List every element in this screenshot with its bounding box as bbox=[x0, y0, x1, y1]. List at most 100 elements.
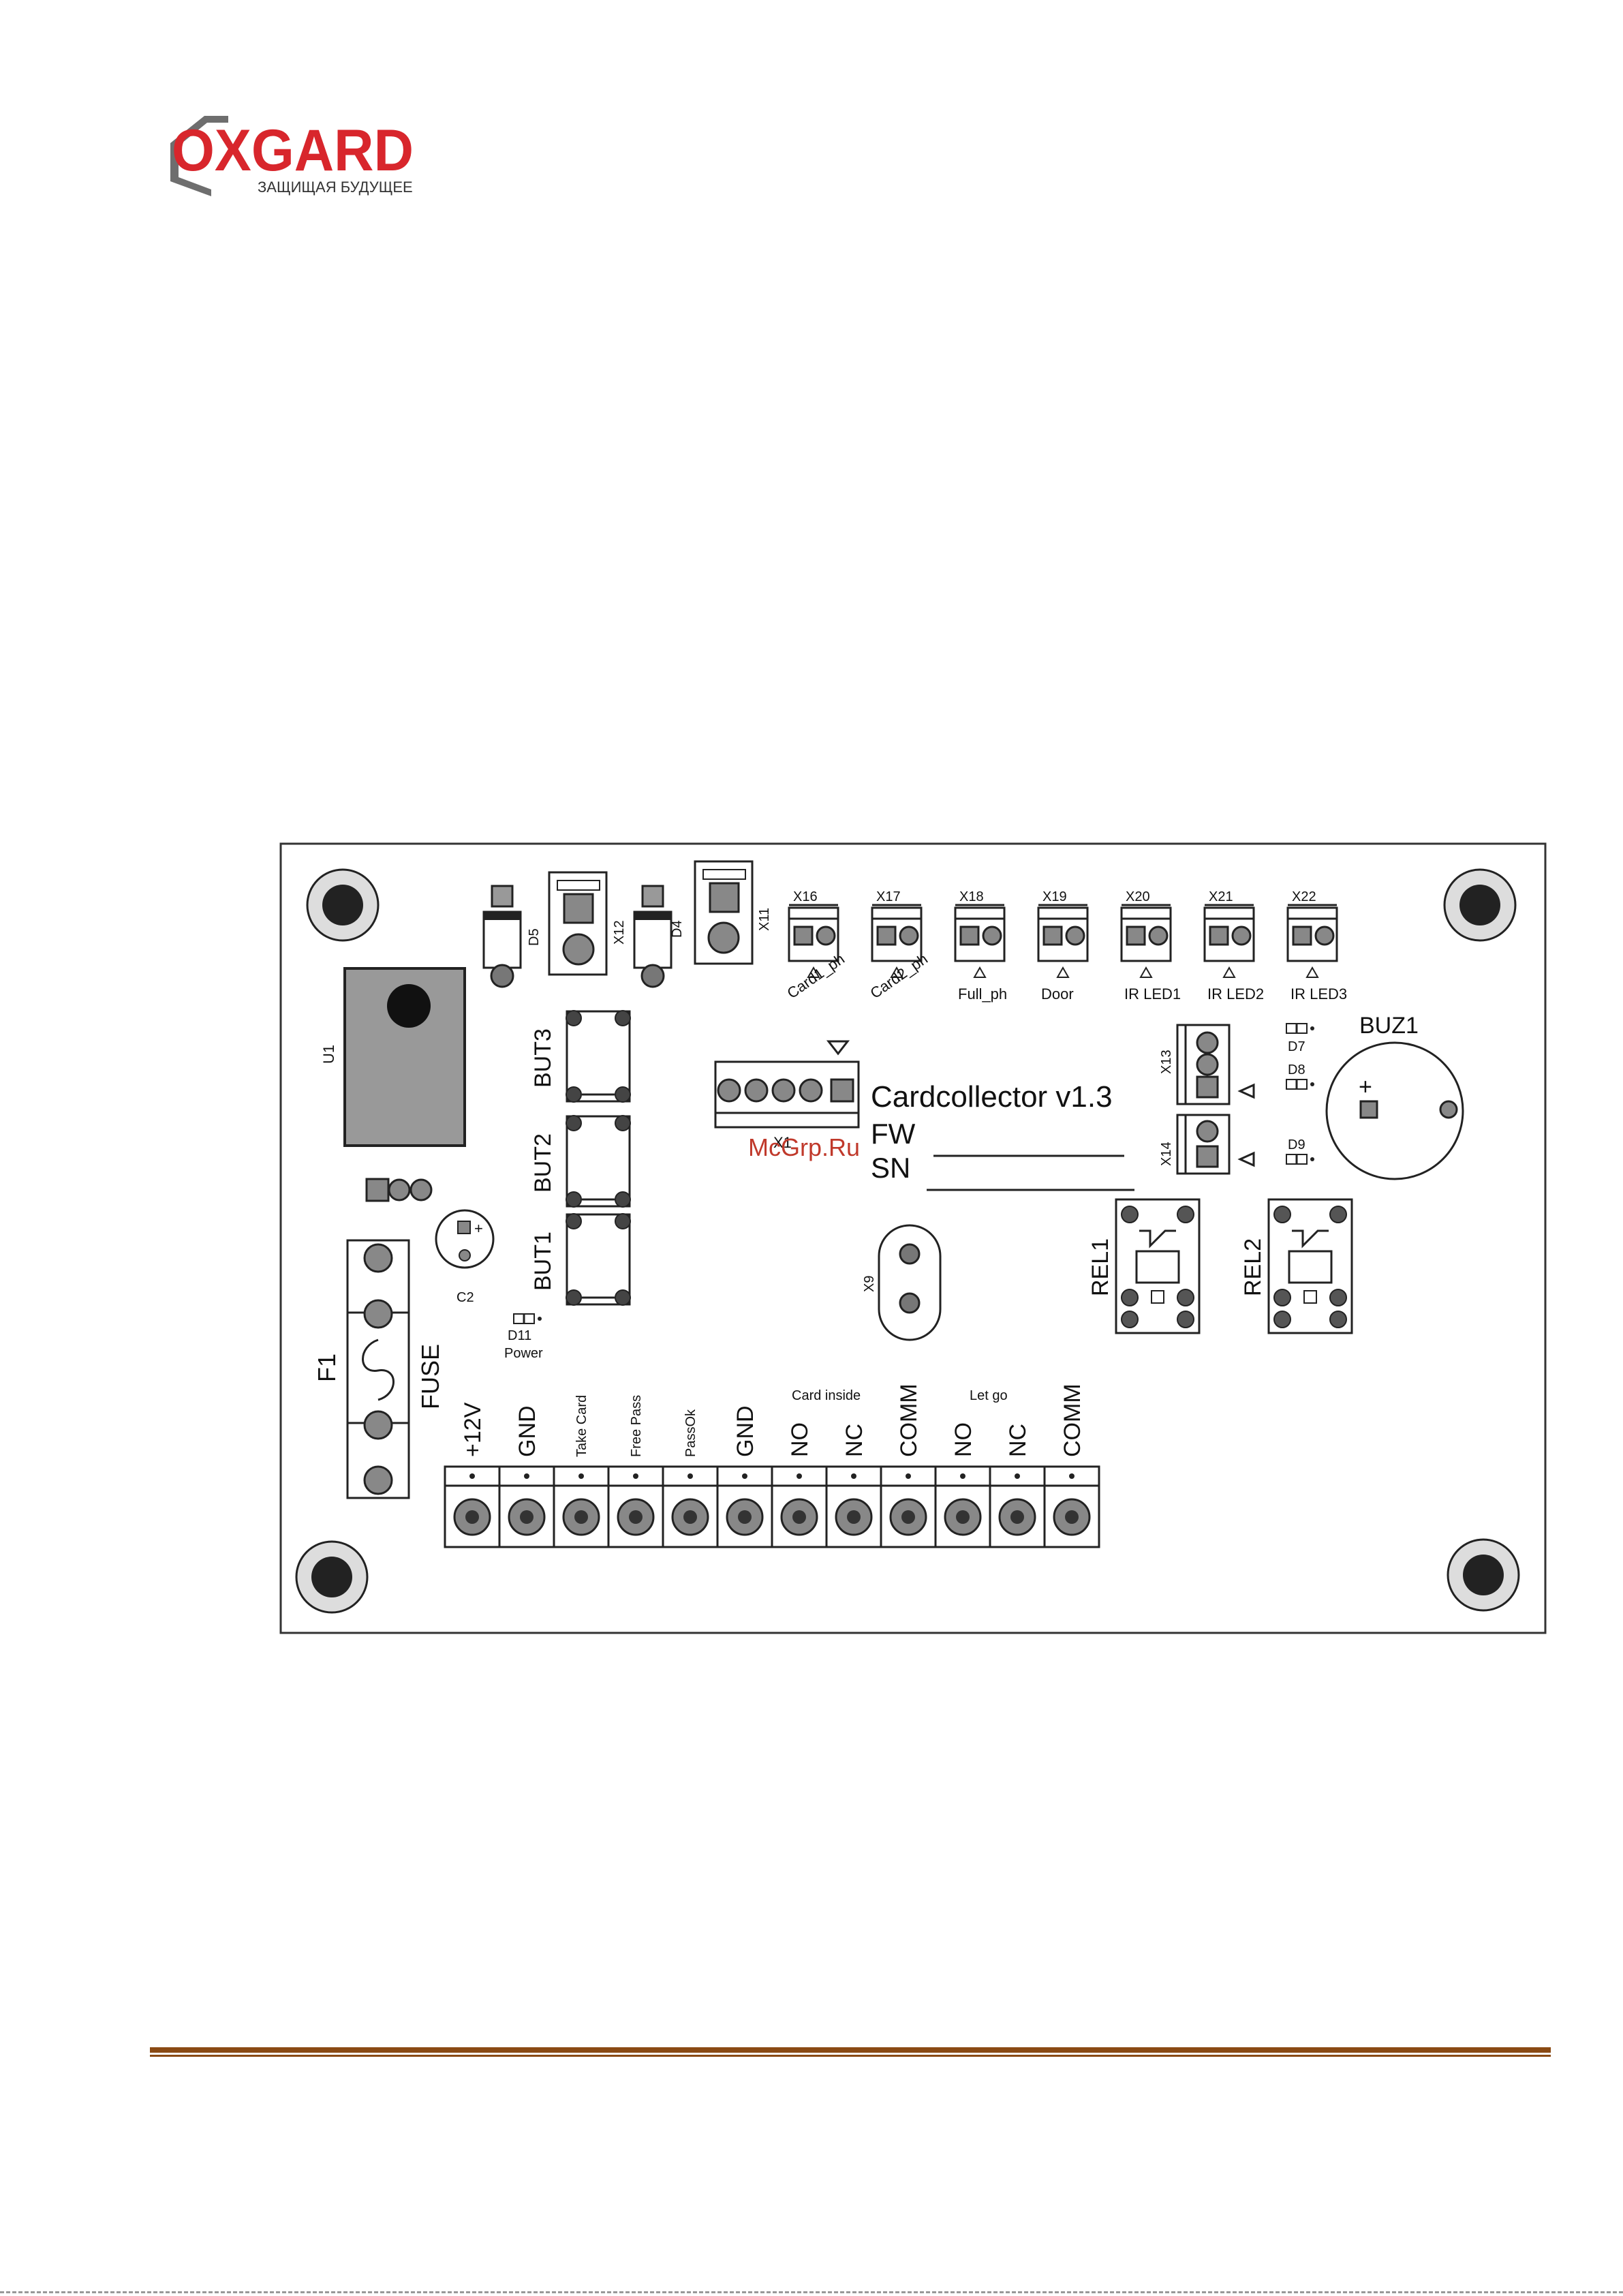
rel2-label: REL2 bbox=[1240, 1238, 1266, 1296]
terminal-label: PassOk bbox=[683, 1409, 698, 1457]
x1-label: X1 bbox=[773, 1134, 792, 1151]
terminal-2: GND bbox=[498, 1405, 546, 1547]
u1-regulator: U1 bbox=[320, 967, 466, 1147]
oxgard-logo: OXGARD ЗАЩИЩАЯ БУДУЩЕЕ bbox=[170, 116, 414, 196]
logo-brand: OXGARD bbox=[172, 118, 414, 183]
terminal-7: NO bbox=[771, 1422, 818, 1547]
buz1-plus: + bbox=[1359, 1074, 1372, 1100]
button-but1: BUT1 bbox=[530, 1213, 631, 1306]
c2-plus: + bbox=[474, 1220, 483, 1237]
power-label: Power bbox=[504, 1346, 543, 1361]
terminal-4: Free Pass bbox=[607, 1395, 655, 1547]
logo-shield-icon bbox=[170, 116, 228, 196]
x9-label: X9 bbox=[862, 1276, 877, 1292]
sensor-connector-label: IR LED1 bbox=[1124, 985, 1181, 1002]
terminal-label: COMM bbox=[1060, 1383, 1085, 1457]
d7-label: D7 bbox=[1288, 1039, 1305, 1054]
sensor-connector-x20: X20 IR LED1 bbox=[1120, 889, 1181, 1002]
sensor-connector-id: X17 bbox=[876, 889, 901, 904]
sensor-connector-id: X18 bbox=[959, 889, 984, 904]
button-label: BUT2 bbox=[530, 1133, 556, 1193]
x13-connector: X13 bbox=[1159, 1024, 1255, 1105]
sensor-connector-label: Full_ph bbox=[958, 985, 1007, 1002]
button-but2: BUT2 bbox=[530, 1115, 631, 1208]
fw-label: FW bbox=[871, 1118, 916, 1150]
three-pin-header bbox=[365, 1178, 433, 1202]
x1-connector: X1 bbox=[714, 1040, 860, 1151]
f1-label: F1 bbox=[313, 1353, 341, 1382]
d4-diode: D4 bbox=[633, 885, 685, 988]
u1-label: U1 bbox=[320, 1045, 337, 1064]
c2-capacitor: + C2 bbox=[435, 1209, 495, 1305]
sensor-connector-label: Door bbox=[1041, 985, 1074, 1002]
mounting-hole-top-right bbox=[1443, 868, 1517, 942]
sensor-connector-x21: X21 IR LED2 bbox=[1203, 889, 1264, 1002]
terminal-6: GND bbox=[716, 1405, 764, 1547]
mounting-hole-bottom-right bbox=[1447, 1538, 1520, 1612]
terminal-label: NO bbox=[950, 1422, 976, 1457]
logo-tagline: ЗАЩИЩАЯ БУДУЩЕЕ bbox=[258, 179, 413, 196]
terminal-10: NO bbox=[934, 1422, 982, 1547]
c2-label: C2 bbox=[457, 1290, 474, 1305]
sensor-connector-id: X19 bbox=[1042, 889, 1067, 904]
x11-connector: X11 bbox=[694, 860, 772, 965]
x12-label: X12 bbox=[612, 920, 627, 945]
card-inside-label: Card inside bbox=[792, 1388, 861, 1403]
terminal-9: COMM bbox=[880, 1383, 927, 1547]
buz1-label: BUZ1 bbox=[1359, 1013, 1419, 1039]
sensor-connector-id: X21 bbox=[1209, 889, 1233, 904]
x13-label: X13 bbox=[1159, 1050, 1174, 1074]
fuse-label: FUSE bbox=[416, 1344, 444, 1409]
terminal-8: NC bbox=[825, 1424, 873, 1547]
sensor-connector-id: X16 bbox=[793, 889, 818, 904]
d9-led: D9 bbox=[1286, 1137, 1314, 1165]
terminal-5: PassOk bbox=[662, 1409, 709, 1547]
watermark-text: McGrp.Ru bbox=[748, 1133, 860, 1161]
sensor-connector-label: IR LED3 bbox=[1290, 985, 1347, 1002]
mounting-hole-bottom-left bbox=[295, 1540, 369, 1614]
button-but3: BUT3 bbox=[530, 1010, 631, 1103]
terminal-label: NO bbox=[787, 1422, 813, 1457]
terminal-label: NC bbox=[841, 1424, 867, 1457]
x9-connector: X9 bbox=[862, 1224, 942, 1341]
terminal-label: NC bbox=[1005, 1424, 1031, 1457]
x14-label: X14 bbox=[1159, 1142, 1174, 1166]
pcb-layout-diagram: U1 D5 X12 D4 X11 X16Card1_phX17Card2_phX… bbox=[279, 842, 1547, 1634]
terminal-1: +12V bbox=[453, 1402, 491, 1536]
sensor-connector-x22: X22 IR LED3 bbox=[1286, 889, 1347, 1002]
sensor-connector-id: X20 bbox=[1126, 889, 1150, 904]
sensor-connector-row: X16Card1_phX17Card2_phX18Full_phX19DoorX… bbox=[784, 889, 1348, 1002]
board-title: Cardcollector v1.3 bbox=[871, 1080, 1113, 1114]
terminal-label: +12V bbox=[460, 1402, 486, 1457]
button-label: BUT1 bbox=[530, 1231, 556, 1291]
let-go-label: Let go bbox=[970, 1388, 1008, 1403]
buz1-buzzer: + BUZ1 bbox=[1325, 1013, 1464, 1180]
d7-led: D7 bbox=[1286, 1023, 1314, 1054]
d8-led: D8 bbox=[1286, 1062, 1314, 1090]
x11-label: X11 bbox=[757, 908, 772, 931]
d8-label: D8 bbox=[1288, 1062, 1305, 1077]
d5-diode: D5 bbox=[482, 885, 542, 988]
terminal-3: Take Card bbox=[553, 1395, 600, 1547]
rel2-relay: REL2 bbox=[1240, 1198, 1353, 1334]
mounting-hole-top-left bbox=[306, 868, 380, 942]
d11-label: D11 bbox=[508, 1328, 531, 1343]
x12-connector: X12 bbox=[548, 871, 627, 976]
terminal-11: NC bbox=[989, 1424, 1036, 1547]
footer-rule-thick bbox=[150, 2047, 1551, 2053]
f1-fuse-holder: F1 FUSE bbox=[313, 1239, 444, 1499]
sensor-connector-label: IR LED2 bbox=[1207, 985, 1264, 1002]
terminal-label: COMM bbox=[896, 1383, 922, 1457]
x14-connector: X14 bbox=[1159, 1114, 1255, 1175]
sensor-connector-id: X22 bbox=[1292, 889, 1316, 904]
terminal-12: COMM bbox=[1043, 1383, 1091, 1547]
terminal-label: GND bbox=[732, 1405, 758, 1457]
bottom-dashed-line bbox=[0, 2291, 1623, 2293]
rel1-relay: REL1 bbox=[1087, 1198, 1201, 1334]
terminal-label: Free Pass bbox=[629, 1395, 644, 1457]
button-label: BUT3 bbox=[530, 1028, 556, 1088]
